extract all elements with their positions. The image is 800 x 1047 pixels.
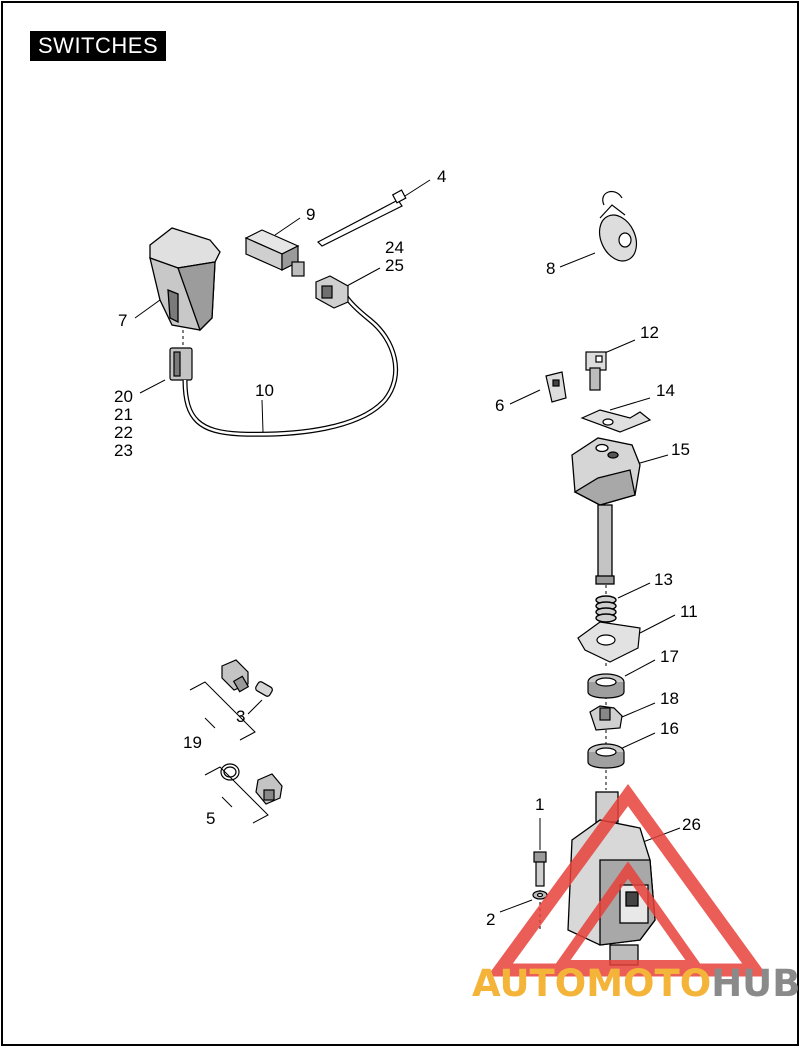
screw-part-1	[533, 851, 547, 887]
callout-25: 25	[385, 256, 404, 275]
callout-11: 11	[680, 602, 698, 621]
callout-labels: 1 2 3 4 5 6 7 8 9 10 11 12 13 14 15 16 1…	[114, 167, 701, 929]
switch-housing-part-7	[149, 227, 221, 332]
nut-part-16	[587, 743, 625, 769]
key-part-6	[545, 371, 567, 403]
callout-13: 13	[654, 570, 673, 589]
spring-part-13	[595, 595, 617, 623]
callout-24: 24	[385, 238, 404, 257]
connector-part-24	[315, 275, 349, 309]
plate-part-14	[580, 409, 652, 433]
fitting-part-5	[255, 773, 283, 805]
key-part-12	[585, 351, 607, 391]
callout-9: 9	[306, 205, 315, 224]
switch-cap-part-15	[571, 437, 641, 585]
cable-tie-part-4	[316, 189, 407, 247]
callout-3: 3	[236, 707, 245, 726]
callout-26: 26	[682, 815, 701, 834]
callout-17: 17	[660, 647, 679, 666]
oring-part-5	[220, 763, 240, 781]
ring-part-17	[587, 673, 625, 699]
callout-10: 10	[255, 381, 274, 400]
callout-22: 22	[114, 423, 133, 442]
connector-part-9	[244, 229, 305, 277]
bushing-part-18	[589, 705, 623, 731]
fitting-part-19	[221, 659, 250, 693]
callout-2: 2	[486, 910, 495, 929]
watermark-logo	[487, 783, 768, 977]
watermark-hub: HUB	[711, 962, 800, 1005]
callout-19: 19	[183, 733, 202, 752]
callout-21: 21	[114, 405, 133, 424]
callout-23: 23	[114, 441, 133, 460]
callout-6: 6	[495, 396, 504, 415]
callout-14: 14	[656, 381, 675, 400]
callout-18: 18	[660, 689, 679, 708]
washer-part-2	[532, 890, 548, 900]
callout-4: 4	[437, 167, 446, 186]
callout-8: 8	[546, 259, 555, 278]
callout-20: 20	[114, 387, 133, 406]
callout-5: 5	[206, 809, 215, 828]
sleeve-part-3	[255, 681, 273, 697]
callout-15: 15	[671, 440, 690, 459]
callout-7: 7	[118, 311, 127, 330]
watermark-automoto: AUTOMOTO	[472, 962, 711, 1005]
watermark-text: AUTOMOTOHUB	[472, 962, 800, 1005]
callout-16: 16	[660, 719, 679, 738]
plate-part-11	[577, 621, 641, 663]
watermark-triangle-inner	[551, 861, 705, 970]
section-title: SWITCHES	[30, 31, 167, 61]
callout-1: 1	[535, 795, 544, 814]
harness-plug-part-20	[169, 347, 193, 381]
callout-12: 12	[640, 323, 659, 342]
key-fob-part-8	[598, 190, 638, 262]
